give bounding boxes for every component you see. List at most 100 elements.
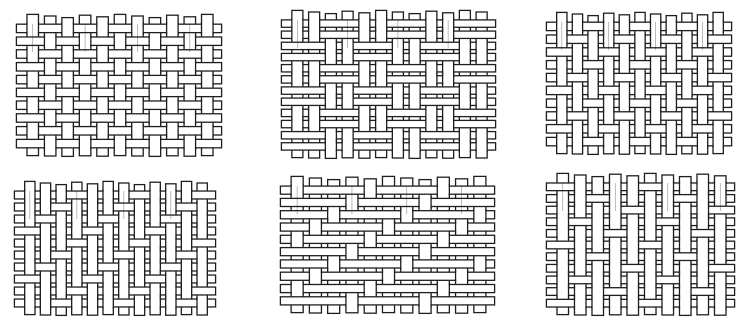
warp-over-weft-crossing: [574, 181, 586, 193]
warp-over-weft-crossing: [574, 193, 586, 205]
warp-over-weft-crossing: [27, 73, 39, 85]
warp-over-weft-crossing: [592, 286, 604, 298]
warp-over-weft-crossing: [572, 46, 582, 58]
warp-over-weft-crossing: [592, 262, 604, 274]
warp-over-weft-crossing: [72, 249, 82, 261]
warp-over-weft-crossing: [627, 239, 639, 251]
warp-over-weft-crossing: [572, 135, 582, 147]
warp-over-weft-crossing: [150, 261, 160, 273]
warp-over-weft-crossing: [574, 251, 586, 263]
warp-over-weft-crossing: [166, 273, 176, 285]
warp-over-weft-crossing: [359, 107, 370, 118]
warp-over-weft-crossing: [376, 107, 387, 118]
warp-over-weft-crossing: [666, 46, 676, 58]
warp-over-weft-crossing: [56, 225, 66, 237]
warp-over-weft-crossing: [409, 141, 420, 152]
warp-over-weft-crossing: [97, 99, 109, 111]
warp-over-weft-crossing: [40, 201, 50, 213]
warp-over-weft-crossing: [662, 251, 674, 263]
warp-over-weft-crossing: [697, 297, 709, 309]
warp-over-weft-crossing: [588, 71, 598, 83]
warp-over-weft-crossing: [346, 246, 358, 258]
warp-over-weft-crossing: [697, 181, 709, 193]
warp-over-weft-crossing: [426, 107, 437, 118]
warp-over-weft-crossing: [662, 262, 674, 274]
warp-over-weft-crossing: [376, 63, 387, 74]
warp-over-weft-crossing: [588, 123, 598, 135]
warp-over-weft-crossing: [557, 110, 567, 122]
warp-over-weft-crossing: [609, 216, 621, 228]
warp-over-weft-crossing: [476, 85, 487, 96]
warp-over-weft-crossing: [697, 239, 709, 251]
warp-over-weft-crossing: [325, 130, 336, 141]
warp-over-weft-crossing: [588, 110, 598, 122]
warp-over-weft-crossing: [309, 18, 320, 29]
weft-thread: [280, 235, 494, 243]
warp-over-weft-crossing: [557, 97, 567, 109]
warp-over-weft-crossing: [714, 216, 726, 228]
warp-over-weft-crossing: [635, 123, 645, 135]
warp-over-weft-crossing: [97, 48, 109, 60]
warp-over-weft-crossing: [409, 51, 420, 62]
warp-over-weft-crossing: [679, 181, 691, 193]
warp-over-weft-crossing: [44, 61, 56, 73]
warp-over-weft-crossing: [309, 221, 321, 233]
warp-over-weft-crossing: [62, 125, 74, 137]
warp-over-weft-crossing: [376, 29, 387, 40]
warp-over-weft-crossing: [662, 297, 674, 309]
warp-over-weft-crossing: [292, 63, 303, 74]
warp-over-weft-crossing: [103, 249, 113, 261]
warp-over-weft-crossing: [627, 286, 639, 298]
warp-over-weft-crossing: [359, 63, 370, 74]
warp-over-weft-crossing: [592, 204, 604, 216]
warp-over-weft-crossing: [40, 285, 50, 297]
warp-over-weft-crossing: [456, 270, 468, 282]
warp-over-weft-crossing: [557, 135, 567, 147]
warp-over-weft-crossing: [697, 193, 709, 205]
warp-over-weft-crossing: [119, 237, 129, 249]
warp-over-weft-crossing: [87, 261, 97, 273]
warp-over-weft-crossing: [197, 225, 207, 237]
warp-over-weft-crossing: [443, 118, 454, 129]
warp-over-weft-crossing: [419, 246, 431, 258]
warp-over-weft-crossing: [557, 262, 569, 274]
warp-over-weft-crossing: [426, 74, 437, 85]
warp-over-weft-crossing: [682, 33, 692, 45]
warp-over-weft-crossing: [134, 273, 144, 285]
warp-over-weft-crossing: [713, 97, 723, 109]
warp-over-weft-crossing: [167, 73, 179, 85]
warp-over-weft-crossing: [342, 85, 353, 96]
warp-over-weft-crossing: [557, 251, 569, 263]
warp-over-weft-crossing: [342, 51, 353, 62]
warp-over-weft-crossing: [181, 261, 191, 273]
warp-over-weft-crossing: [409, 40, 420, 51]
warp-over-weft-crossing: [604, 71, 614, 83]
warp-over-weft-crossing: [644, 204, 656, 216]
warp-over-weft-crossing: [181, 273, 191, 285]
warp-over-weft-crossing: [644, 286, 656, 298]
weft-thread: [280, 186, 494, 194]
warp-over-weft-crossing: [382, 270, 394, 282]
warp-over-weft-crossing: [443, 107, 454, 118]
warp-over-weft-crossing: [644, 274, 656, 286]
warp-over-weft-crossing: [443, 63, 454, 74]
warp-over-weft-crossing: [662, 286, 674, 298]
warp-over-weft-crossing: [619, 20, 629, 32]
warp-over-weft-crossing: [364, 282, 376, 294]
warp-over-weft-crossing: [292, 118, 303, 129]
warp-over-weft-crossing: [167, 99, 179, 111]
weft-thread: [280, 260, 494, 268]
warp-over-weft-crossing: [150, 189, 160, 201]
warp-over-weft-crossing: [132, 99, 144, 111]
warp-over-weft-crossing: [401, 258, 413, 270]
warp-over-weft-crossing: [56, 261, 66, 273]
warp-over-weft-crossing: [40, 189, 50, 201]
warp-over-weft-crossing: [476, 51, 487, 62]
warp-over-weft-crossing: [325, 96, 336, 107]
warp-over-weft-crossing: [574, 297, 586, 309]
warp-over-weft-crossing: [644, 228, 656, 240]
warp-over-weft-crossing: [604, 110, 614, 122]
warp-over-weft-crossing: [114, 86, 126, 98]
warp-over-weft-crossing: [346, 295, 358, 307]
warp-over-weft-crossing: [713, 135, 723, 147]
